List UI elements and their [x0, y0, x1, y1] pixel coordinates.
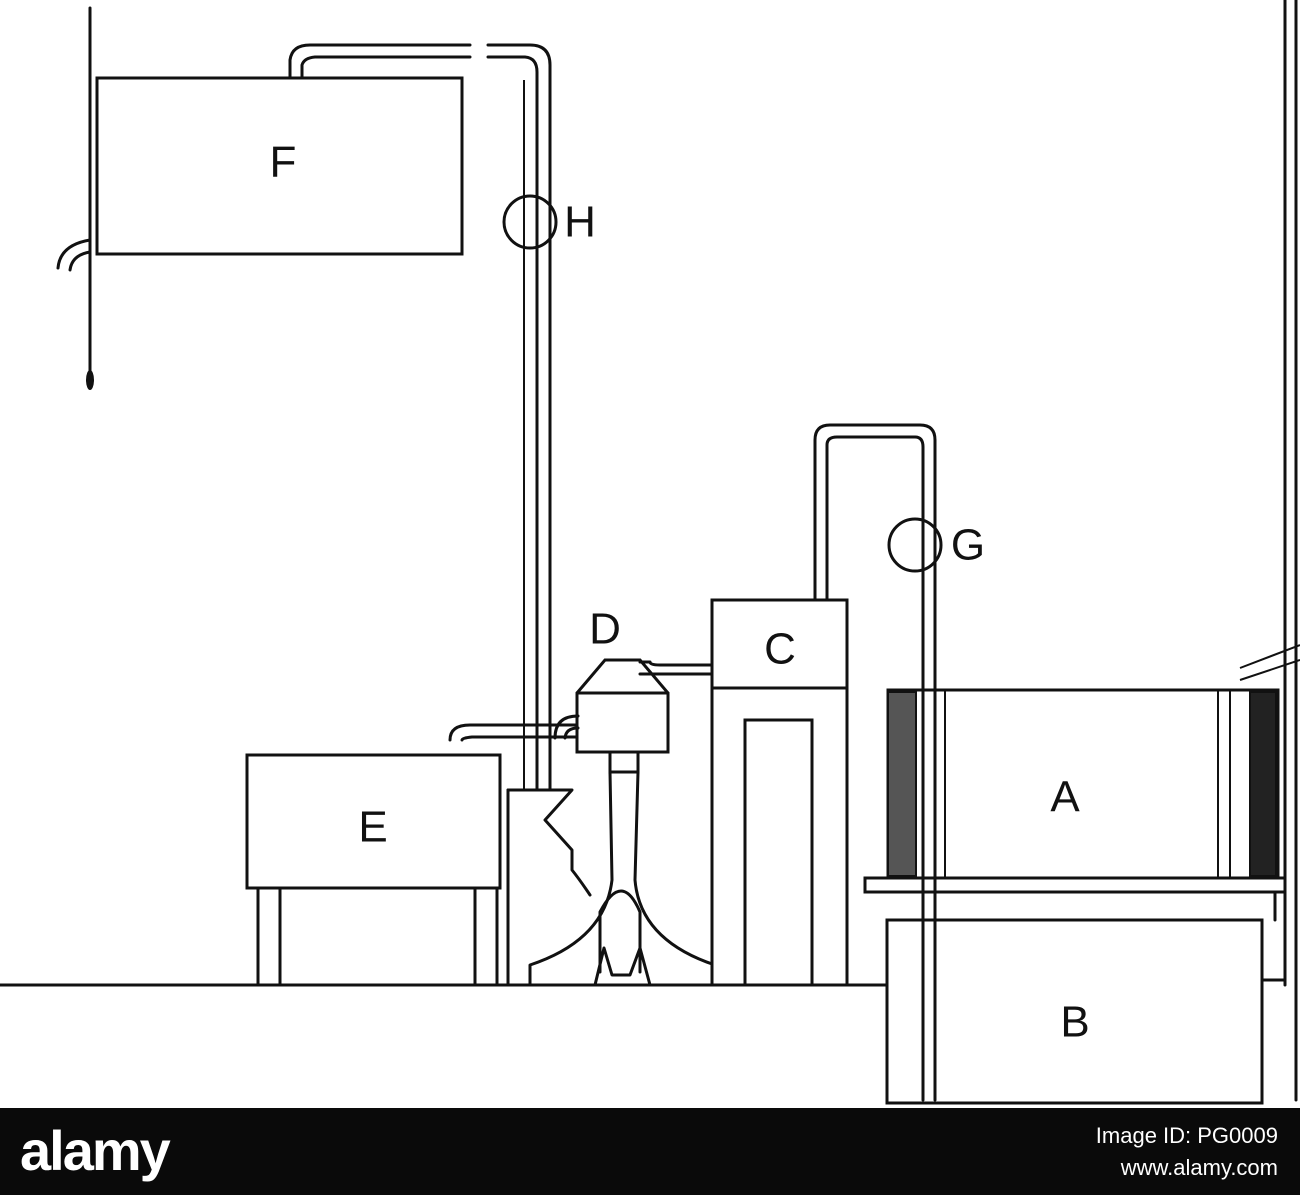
- label-b: B: [1060, 998, 1089, 1047]
- watermark-footer: alamy Image ID: PG0009 www.alamy.com: [0, 1108, 1300, 1195]
- label-a: A: [1050, 773, 1080, 822]
- tank-a: [863, 688, 1287, 894]
- label-e: E: [358, 803, 387, 852]
- valve-g: [887, 517, 943, 573]
- tank-f: [56, 43, 472, 272]
- label-d: D: [589, 605, 621, 654]
- label-g: G: [951, 521, 985, 570]
- valve-h: [502, 194, 558, 250]
- apparatus-diagram: A B C D E F G H: [0, 0, 1300, 1105]
- tank-e: [245, 723, 587, 987]
- pipe-h: [486, 43, 552, 792]
- label-c: C: [764, 625, 796, 674]
- site-url-text: www.alamy.com: [1120, 1155, 1278, 1180]
- hopper: [506, 788, 592, 987]
- brand-logo: alamy: [20, 1119, 171, 1182]
- image-id-text: Image ID: PG0009: [1095, 1123, 1278, 1148]
- label-f: F: [270, 138, 297, 187]
- pump-d: [528, 658, 717, 987]
- tank-b: [885, 890, 1287, 1105]
- thermometer: [86, 6, 94, 390]
- right-wall: [1239, 0, 1300, 1102]
- label-h: H: [564, 198, 596, 247]
- tank-c: [710, 423, 937, 1102]
- pipe-g: [921, 569, 937, 1102]
